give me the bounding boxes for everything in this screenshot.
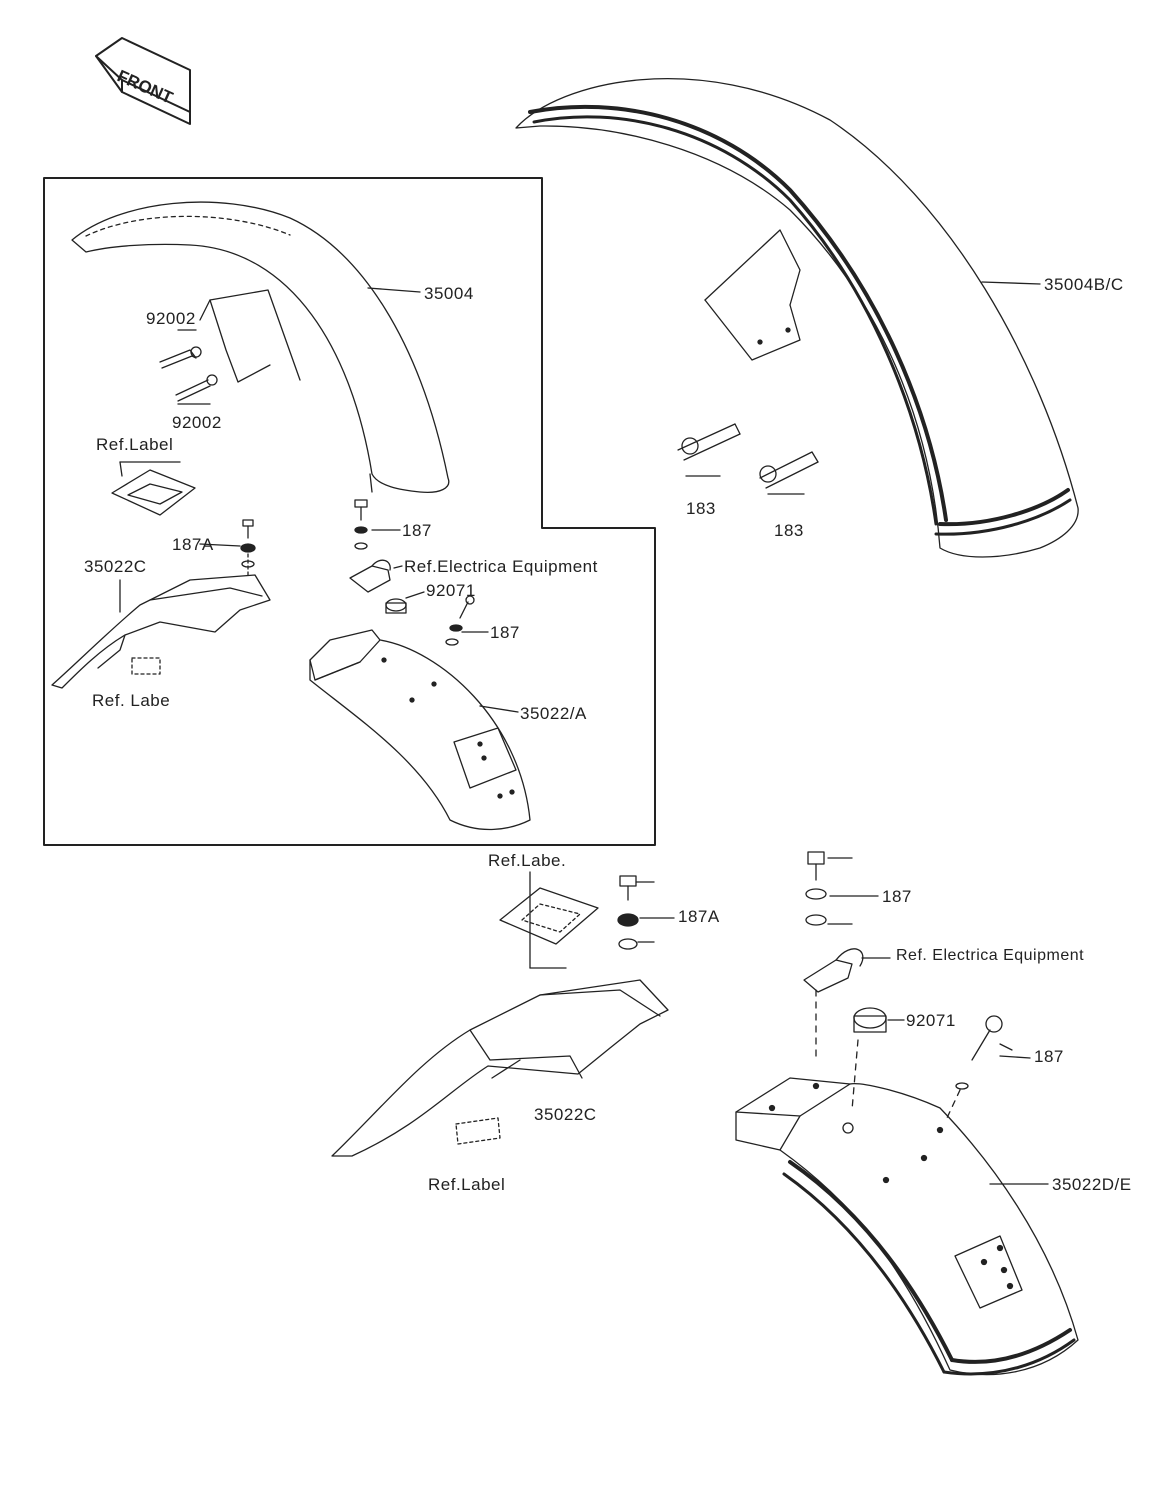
label-92071-1: 92071 xyxy=(426,581,476,600)
label-35004: 35004 xyxy=(424,284,474,303)
label-187A-1: 187A xyxy=(172,535,214,554)
label-187-2: 187 xyxy=(490,623,520,642)
label-ref-electrical-2: Ref. Electrica Equipment xyxy=(896,947,1085,964)
bolt-187A-stack-1 xyxy=(240,519,256,579)
bolt-187A-stack-2 xyxy=(617,875,655,950)
label-35022A: 35022/A xyxy=(520,704,587,723)
label-187-1: 187 xyxy=(402,521,432,540)
grommet-92071-1 xyxy=(385,598,407,614)
front-fender-35004BC xyxy=(515,77,1079,558)
front-fender-35004 xyxy=(71,201,450,494)
bolt-187-stack-1 xyxy=(354,499,368,550)
bolt-187-stack-3 xyxy=(805,851,853,926)
label-ref-label-3: Ref.Labe. xyxy=(488,851,567,870)
label-ref-electrical-1: Ref.Electrica Equipment xyxy=(404,557,598,576)
bolt-187-stack-2 xyxy=(445,595,475,646)
bolt-183-left xyxy=(677,423,741,461)
label-183-2: 183 xyxy=(774,521,804,540)
label-92002-top: 92002 xyxy=(146,309,196,328)
rear-fender-35022A xyxy=(309,629,531,831)
label-183-1: 183 xyxy=(686,499,716,518)
front-arrow-badge: FRONT xyxy=(95,37,191,125)
rear-bracket-35022C-2 xyxy=(331,979,669,1157)
label-ref-label-4: Ref.Label xyxy=(428,1175,506,1194)
label-92071-2: 92071 xyxy=(906,1011,956,1030)
label-35022C-2: 35022C xyxy=(534,1105,597,1124)
clip-ref-electrical-1 xyxy=(349,559,391,593)
ref-label-3 xyxy=(499,871,599,969)
label-ref-label-1: Ref.Label xyxy=(96,435,174,454)
bolt-92002-bottom xyxy=(175,374,218,402)
label-35022DE: 35022D/E xyxy=(1052,1175,1132,1194)
rear-fender-35022DE xyxy=(735,1077,1079,1376)
bolt-187-stack-4 xyxy=(945,1015,1013,1121)
label-187A-2: 187A xyxy=(678,907,720,926)
leader-35004 xyxy=(367,287,421,293)
label-187-4: 187 xyxy=(1034,1047,1064,1066)
rear-bracket-35022C-1 xyxy=(51,574,271,689)
label-35022C-1: 35022C xyxy=(84,557,147,576)
label-35004BC: 35004B/C xyxy=(1044,275,1124,294)
ref-label-1 xyxy=(111,461,196,516)
label-92002-bottom: 92002 xyxy=(172,413,222,432)
label-ref-label-2: Ref. Labe xyxy=(92,691,171,710)
label-187-3: 187 xyxy=(882,887,912,906)
grommet-92071-2 xyxy=(851,1007,887,1111)
clip-ref-electrical-2 xyxy=(803,948,864,1061)
bolt-183-right xyxy=(759,451,819,489)
inset-frame xyxy=(43,177,656,846)
bolt-92002-top xyxy=(159,346,202,369)
